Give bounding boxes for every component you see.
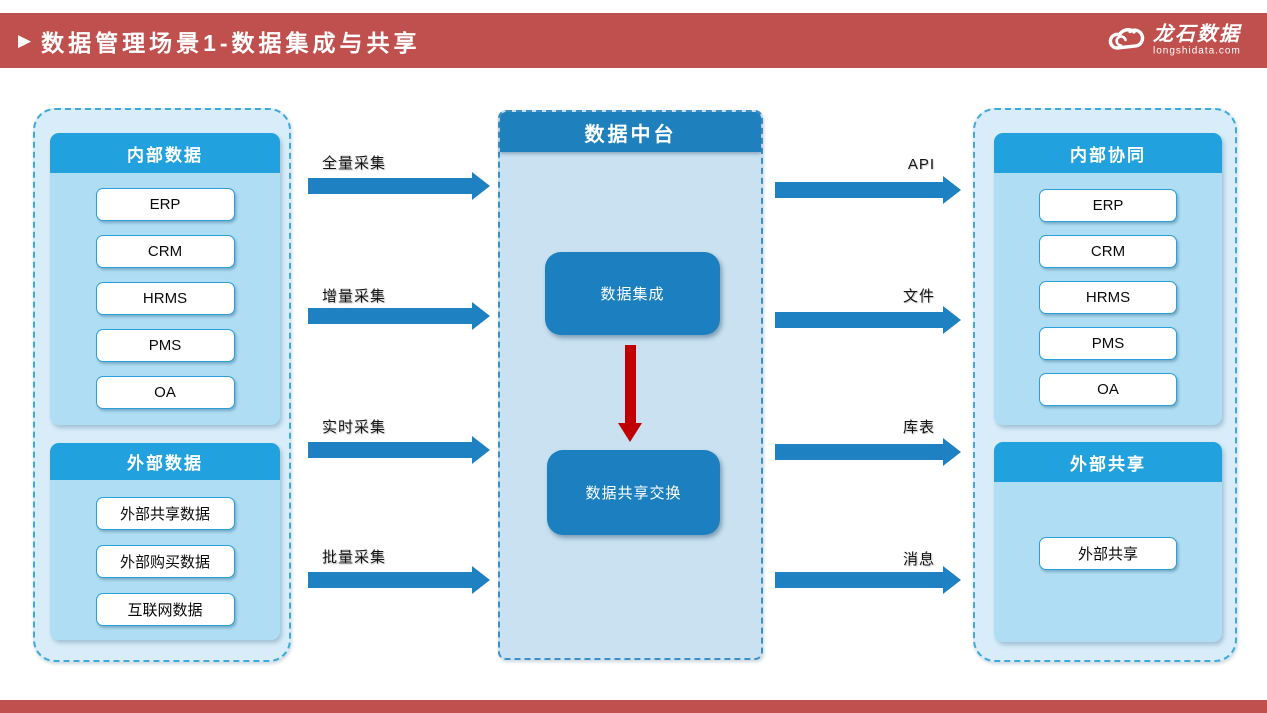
arrow-shaft xyxy=(308,572,472,588)
page-title: 数据管理场景1-数据集成与共享 xyxy=(41,29,421,56)
arrow-head xyxy=(943,176,961,204)
system-box: HRMS xyxy=(95,282,235,315)
arrow-shaft xyxy=(775,572,943,588)
logo-domain: longshidata.com xyxy=(1153,45,1241,56)
section-header: 内部数据 xyxy=(50,133,280,173)
section-header: 外部共享 xyxy=(994,442,1222,482)
system-box: 互联网数据 xyxy=(95,593,235,626)
arrow-head xyxy=(472,172,490,200)
arrow-shaft xyxy=(308,442,472,458)
inbound-arrow xyxy=(308,172,490,200)
section-items: 外部共享 xyxy=(994,482,1222,570)
system-box: PMS xyxy=(95,329,235,362)
title-bar: ▶ 数据管理场景1-数据集成与共享 龙石数据 longshidata.com xyxy=(0,13,1267,68)
system-box: ERP xyxy=(1039,189,1177,222)
arrow-head xyxy=(943,566,961,594)
inbound-arrow xyxy=(308,436,490,464)
internal-data-section: 内部数据 ERP CRM HRMS PMS OA xyxy=(50,133,280,425)
data-platform-panel: 数据中台 数据集成 数据共享交换 xyxy=(498,110,763,660)
data-integration-node: 数据集成 xyxy=(545,252,720,335)
arrow-shaft xyxy=(775,312,943,328)
cloud-swirl-logo-icon xyxy=(1103,25,1153,57)
arrow-head xyxy=(472,436,490,464)
outbound-arrow xyxy=(775,566,961,594)
arrow-shaft xyxy=(775,444,943,460)
data-sharing-exchange-node: 数据共享交换 xyxy=(547,450,720,535)
arrow-shaft xyxy=(308,178,472,194)
down-arrow-shaft xyxy=(625,345,636,423)
footer-bar xyxy=(0,700,1267,713)
inbound-arrow-label: 批量采集 xyxy=(322,549,387,566)
arrow-head xyxy=(943,306,961,334)
system-box: PMS xyxy=(1039,327,1177,360)
system-box: ERP xyxy=(95,188,235,221)
logo-name: 龙石数据 xyxy=(1153,23,1241,45)
section-header: 外部数据 xyxy=(50,443,280,480)
arrow-head xyxy=(472,566,490,594)
internal-collaboration-section: 内部协同 ERP CRM HRMS PMS OA xyxy=(994,133,1222,425)
inbound-arrow-label: 增量采集 xyxy=(322,288,387,305)
inbound-arrow-label: 全量采集 xyxy=(322,155,387,172)
data-consumers-panel: 内部协同 ERP CRM HRMS PMS OA 外部共享 外部共享 xyxy=(973,108,1237,662)
system-box: 外部购买数据 xyxy=(95,545,235,578)
outbound-arrow xyxy=(775,306,961,334)
outbound-arrow-label: 消息 xyxy=(902,551,935,568)
section-header: 内部协同 xyxy=(994,133,1222,173)
outbound-arrow-label: 文件 xyxy=(902,288,935,305)
section-items: ERP CRM HRMS PMS OA xyxy=(50,173,280,409)
section-items: ERP CRM HRMS PMS OA xyxy=(994,173,1222,406)
system-box: 外部共享数据 xyxy=(95,497,235,530)
logo: 龙石数据 longshidata.com xyxy=(1103,24,1241,57)
section-items: 外部共享数据 外部购买数据 互联网数据 xyxy=(50,480,280,626)
arrow-shaft xyxy=(775,182,943,198)
system-box: CRM xyxy=(95,235,235,268)
inbound-arrow-label: 实时采集 xyxy=(322,419,387,436)
system-box: OA xyxy=(95,376,235,409)
arrow-head xyxy=(472,302,490,330)
logo-text: 龙石数据 longshidata.com xyxy=(1153,24,1241,57)
outbound-arrow xyxy=(775,438,961,466)
data-sources-panel: 内部数据 ERP CRM HRMS PMS OA 外部数据 外部共享数据 外部购… xyxy=(33,108,291,662)
external-sharing-section: 外部共享 外部共享 xyxy=(994,442,1222,642)
system-box: OA xyxy=(1039,373,1177,406)
down-arrow-head xyxy=(618,423,642,442)
platform-header: 数据中台 xyxy=(500,112,761,152)
external-data-section: 外部数据 外部共享数据 外部购买数据 互联网数据 xyxy=(50,443,280,640)
system-box: 外部共享 xyxy=(1039,537,1177,570)
play-triangle-icon: ▶ xyxy=(18,31,32,50)
arrow-head xyxy=(943,438,961,466)
inbound-arrow xyxy=(308,566,490,594)
outbound-arrow-label: 库表 xyxy=(902,419,935,436)
inbound-arrow xyxy=(308,302,490,330)
system-box: CRM xyxy=(1039,235,1177,268)
outbound-arrow-label: API xyxy=(907,156,935,173)
system-box: HRMS xyxy=(1039,281,1177,314)
arrow-shaft xyxy=(308,308,472,324)
outbound-arrow xyxy=(775,176,961,204)
